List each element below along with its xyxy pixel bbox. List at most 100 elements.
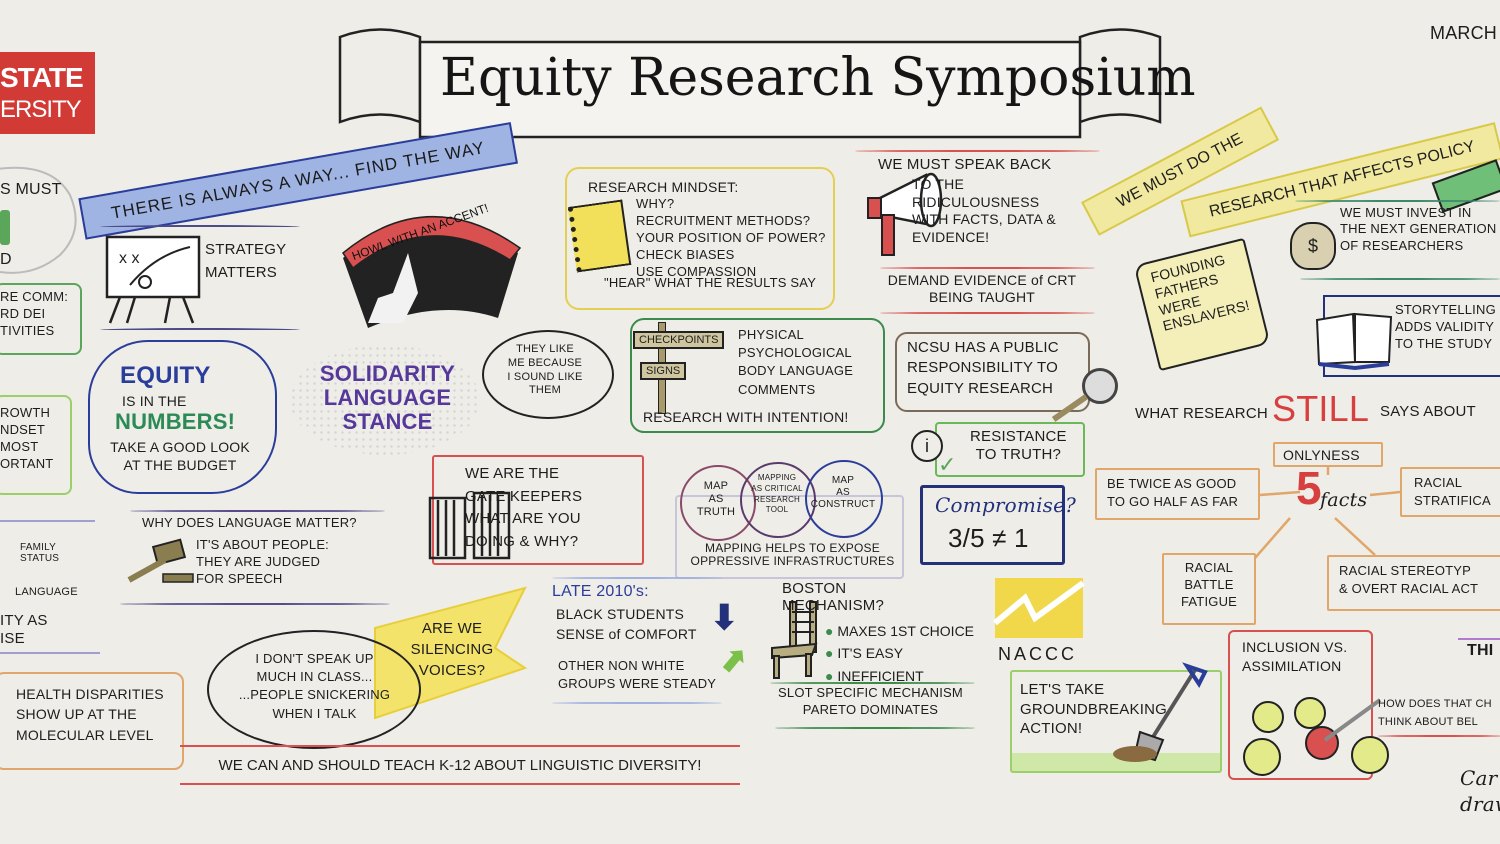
info-icon: i xyxy=(911,430,943,462)
equity-title: EQUITY xyxy=(120,362,211,389)
other-groups-text: OTHER NON WHITE GROUPS WERE STEADY xyxy=(558,658,717,691)
research-mindset-last: "HEAR" WHAT THE RESULTS SAY xyxy=(604,275,817,290)
wavy-divider xyxy=(130,510,385,512)
demand-evidence-text: DEMAND EVIDENCE of CRT BEING TAUGHT xyxy=(887,272,1077,305)
onlyness-text: ONLYNESS xyxy=(1283,447,1360,463)
twice-as-good-text: BE TWICE AS GOOD TO GO HALF AS FAR xyxy=(1107,476,1239,509)
boston-bullet: ● INEFFICIENT xyxy=(825,667,924,684)
growth-mindset-box: ROWTH NDSET MOST ORTANT xyxy=(0,395,72,495)
wavy-divider-green xyxy=(770,682,975,684)
language-text: LANGUAGE xyxy=(15,586,78,598)
silencing-text: ARE WE SILENCING VOICES? xyxy=(410,620,494,679)
ncsu-text: NCSU HAS A PUBLIC RESPONSIBILITY TO EQUI… xyxy=(907,339,1059,397)
wavy-divider xyxy=(100,328,300,332)
wavy-divider-red xyxy=(855,150,1100,152)
wavy-divider xyxy=(0,652,100,654)
strategy-board-icon: x x xyxy=(105,235,201,324)
family-status-text: FAMILY STATUS xyxy=(20,542,60,564)
facts-label: facts xyxy=(1320,489,1368,511)
wavy-divider-red xyxy=(880,267,1095,269)
black-students-text: BLACK STUDENTS SENSE of COMFORT xyxy=(556,606,697,642)
checkmark-icon: ✓ xyxy=(938,452,957,477)
svg-text:x x: x x xyxy=(119,250,139,267)
magnifying-glass-icon xyxy=(1082,368,1118,404)
racial-stratification-box: RACIAL STRATIFICA xyxy=(1400,467,1500,517)
cloud-fragment-text-2: D xyxy=(0,251,12,268)
notebook-icon xyxy=(567,199,632,273)
strategy-matters-text: STRATEGY MATTERS xyxy=(205,241,287,282)
venn-caption: MAPPING HELPS TO EXPOSE OPPRESSIVE INFRA… xyxy=(690,541,895,569)
bullet-text: INEFFICIENT xyxy=(837,667,924,684)
venn-circle-right xyxy=(805,460,883,538)
still-heading-post: SAYS ABOUT xyxy=(1380,403,1476,420)
logo-line-2: ERSITY xyxy=(0,96,82,123)
invest-text: WE MUST INVEST IN THE NEXT GENERATION OF… xyxy=(1340,205,1497,253)
boston-title: BOSTON MECHANISM? xyxy=(782,580,885,615)
inclusion-title: INCLUSION VS. ASSIMILATION xyxy=(1242,639,1348,674)
bubble-class-text: I DON'T SPEAK UP MUCH IN CLASS... ...PEO… xyxy=(238,651,391,721)
megaphone-icon xyxy=(867,172,943,256)
down-arrow-icon: ⬇ xyxy=(710,599,739,637)
language-question: WHY DOES LANGUAGE MATTER? xyxy=(142,515,357,530)
university-logo: STATE ERSITY xyxy=(0,52,95,134)
speak-back-body: TO THE RIDICULOUSNESS WITH FACTS, DATA &… xyxy=(912,176,1056,245)
founding-fathers-scroll: FOUNDING FATHERS WERE ENSLAVERS! xyxy=(1133,237,1271,372)
equity-cloud xyxy=(88,340,277,494)
onlyness-box: ONLYNESS xyxy=(1273,442,1383,467)
battle-fatigue-box: RACIAL BATTLE FATIGUE xyxy=(1162,553,1256,625)
venn-right-text: MAP AS CONSTRUCT xyxy=(810,475,876,510)
open-book-icon xyxy=(1315,312,1393,371)
compromise-box xyxy=(920,485,1065,565)
solidarity-text: SOLIDARITY LANGUAGE STANCE xyxy=(319,361,456,435)
dotted-halo xyxy=(290,345,480,455)
founding-text: FOUNDING FATHERS WERE ENSLAVERS! xyxy=(1149,251,1252,335)
apples-icon xyxy=(1243,697,1389,776)
title-scroll-banner xyxy=(338,28,1162,139)
equity-line: IS IN THE xyxy=(122,393,187,409)
research-mindset-title: RESEARCH MINDSET: xyxy=(588,179,739,195)
speech-bubble xyxy=(482,330,614,419)
boston-bullet: ● IT'S EASY xyxy=(825,645,904,662)
research-mindset-list: WHY? RECRUITMENT METHODS? YOUR POSITION … xyxy=(636,196,826,279)
date-label: MARCH xyxy=(1430,23,1497,43)
wavy-divider-green xyxy=(1295,200,1500,202)
inclusion-question: HOW DOES THAT CH THINK ABOUT BEL xyxy=(1378,698,1492,728)
right-fragment: THI xyxy=(1467,642,1494,659)
wavy-divider-green xyxy=(775,727,975,729)
equity-numbers: NUMBERS! xyxy=(115,409,236,434)
wavy-divider xyxy=(0,520,95,522)
speech-bubble xyxy=(207,630,421,749)
growth-mindset-text: ROWTH NDSET MOST ORTANT xyxy=(0,405,54,471)
battle-fatigue-text: RACIAL BATTLE FATIGUE xyxy=(1180,560,1238,609)
shovel-icon xyxy=(1113,662,1208,762)
racial-stereotypes-text: RACIAL STEREOTYP & OVERT RACIAL ACT xyxy=(1339,563,1479,597)
gavel-icon xyxy=(127,538,194,583)
compromise-title: Compromise? xyxy=(935,493,1077,517)
still-heading-pre: WHAT RESEARCH xyxy=(1135,405,1268,422)
wavy-divider xyxy=(100,225,300,229)
page-title: Equity Research Symposium xyxy=(440,48,1196,108)
cloud-fragment-text: S MUST xyxy=(0,181,62,198)
racial-stereotypes-box: RACIAL STEREOTYP & OVERT RACIAL ACT xyxy=(1327,555,1500,611)
wavy-divider xyxy=(552,577,722,579)
racial-stratification-text: RACIAL STRATIFICA xyxy=(1414,475,1491,508)
speak-back-top: WE MUST SPEAK BACK xyxy=(878,156,1052,173)
equity-body: TAKE A GOOD LOOK AT THE BUDGET xyxy=(110,439,250,474)
research-mindset-box xyxy=(565,167,835,310)
health-disparities-box: HEALTH DISPARITIES SHOW UP AT THE MOLECU… xyxy=(0,672,184,770)
gate-icon xyxy=(428,491,511,560)
comm-dei-text: RE COMM: RD DEI TIVITIES xyxy=(0,289,69,338)
facts-connectors xyxy=(1254,465,1401,559)
late-2010s-title: LATE 2010's: xyxy=(552,583,649,600)
ribbon-text: WE CAN AND SHOULD TEACH K-12 ABOUT LINGU… xyxy=(218,756,702,774)
naccc-logo xyxy=(993,578,1085,638)
venn-middle-text: MAPPING AS CRITICAL RESEARCH TOOL xyxy=(751,473,803,515)
ity-as-text: ITY AS ISE xyxy=(0,612,48,647)
signs-sign: SIGNS xyxy=(640,362,687,380)
up-arrow-icon: ⬆ xyxy=(711,638,756,684)
wavy-divider-red xyxy=(1378,735,1500,737)
checkpoints-list: PHYSICAL PSYCHOLOGICAL BODY LANGUAGE COM… xyxy=(738,327,854,397)
ribbon-linguistic-diversity: WE CAN AND SHOULD TEACH K-12 ABOUT LINGU… xyxy=(180,745,740,785)
gatekeepers-text: WE ARE THE GATE KEEPERS WHAT ARE YOU DOI… xyxy=(465,465,583,550)
artist-signature: Car draw xyxy=(1460,766,1500,816)
